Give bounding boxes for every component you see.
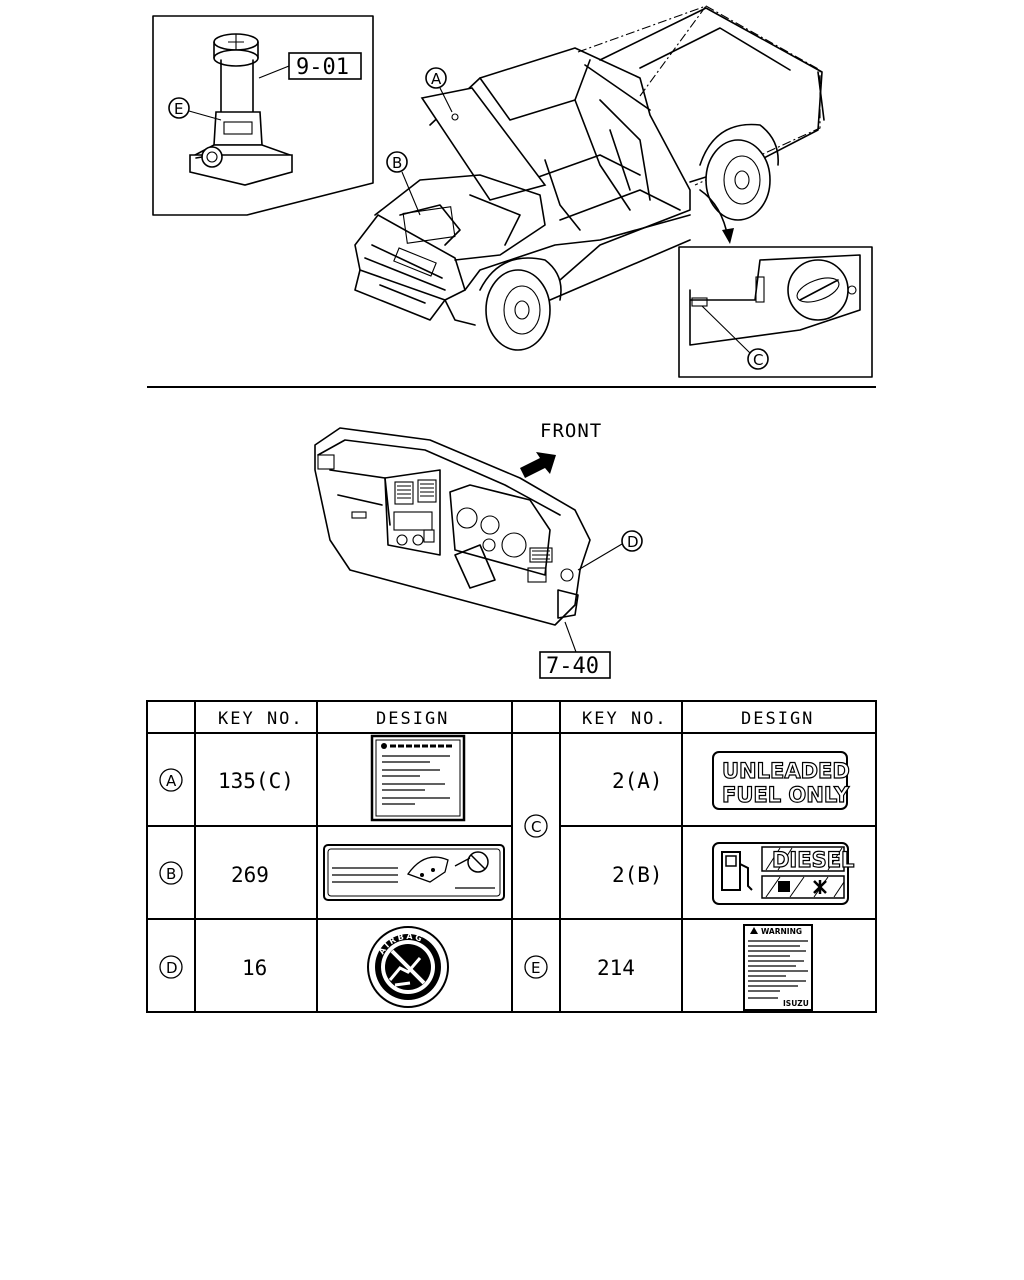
decal-a-maintenance-label — [370, 734, 466, 822]
ref-box-dash — [539, 651, 611, 679]
header-key-no-right: KEY NO. — [582, 709, 668, 729]
rear-wheel — [699, 123, 779, 221]
front-arrow-icon — [520, 452, 556, 478]
callout-a-label: A — [431, 70, 442, 88]
decal-b-hood-label — [323, 844, 505, 901]
callout-c — [747, 348, 769, 370]
callout-a — [425, 67, 447, 89]
row-c-mark — [524, 814, 548, 838]
row-e-mark — [524, 955, 548, 979]
callout-c-label: C — [753, 351, 763, 369]
row-d-mark-label: D — [166, 959, 178, 977]
ref-jack-label: 9-01 — [296, 55, 349, 80]
decal-d-airbag: AIRBAG — [367, 926, 449, 1008]
row-a-key: 135(C) — [218, 769, 294, 793]
header-design-right: DESIGN — [741, 709, 814, 729]
callout-b-label: B — [392, 154, 402, 172]
decal-diesel-text: DIESEL — [772, 848, 854, 872]
decal-c-diesel: DIESEL — [712, 842, 855, 905]
front-wheel — [479, 257, 562, 351]
decal-unleaded-line1: UNLEADED — [722, 759, 850, 783]
row-e-key: 214 — [597, 956, 635, 980]
hood-raised — [420, 87, 547, 201]
jack-drawing — [189, 33, 293, 186]
jack-inset: 9-01 E — [152, 15, 374, 216]
callout-d — [621, 530, 643, 552]
truck-drawing: A B — [354, 5, 825, 351]
decal-unleaded-line2: FUEL ONLY — [722, 783, 850, 807]
row-b-mark-label: B — [166, 865, 176, 883]
row-b-mark — [159, 861, 183, 885]
row-a-mark — [159, 768, 183, 792]
callout-e-label: E — [174, 100, 183, 118]
fuel-pump-icon — [721, 851, 753, 891]
ref-box-jack — [288, 52, 362, 80]
header-key-no-left: KEY NO. — [218, 709, 304, 729]
decal-e-jack-warning: WARNING ISUZU — [743, 924, 813, 1011]
label-table: KEY NO. DESIGN KEY NO. DESIGN A 135(C) B… — [146, 700, 877, 1013]
row-c-mark-label: C — [531, 818, 541, 836]
row-d-key: 16 — [242, 956, 267, 980]
decal-warning-text: WARNING — [761, 927, 802, 936]
front-label: FRONT — [540, 420, 602, 442]
decal-isuzu-text: ISUZU — [783, 999, 809, 1008]
ref-dash-label: 7-40 — [546, 654, 599, 679]
row-c-top-key: 2(A) — [612, 769, 663, 793]
callout-d-label: D — [627, 533, 639, 551]
header-design-left: DESIGN — [376, 709, 449, 729]
fuel-door-inset: C — [678, 246, 873, 378]
row-d-mark — [159, 955, 183, 979]
callout-b — [386, 151, 408, 173]
row-c-bottom-key: 2(B) — [612, 863, 663, 887]
callout-e — [168, 97, 190, 119]
decal-c-unleaded: UNLEADED FUEL ONLY — [712, 751, 851, 810]
row-e-mark-label: E — [531, 959, 540, 977]
dashboard-drawing: FRONT D — [314, 420, 643, 679]
row-a-mark-label: A — [166, 772, 177, 790]
row-b-key: 269 — [231, 863, 269, 887]
